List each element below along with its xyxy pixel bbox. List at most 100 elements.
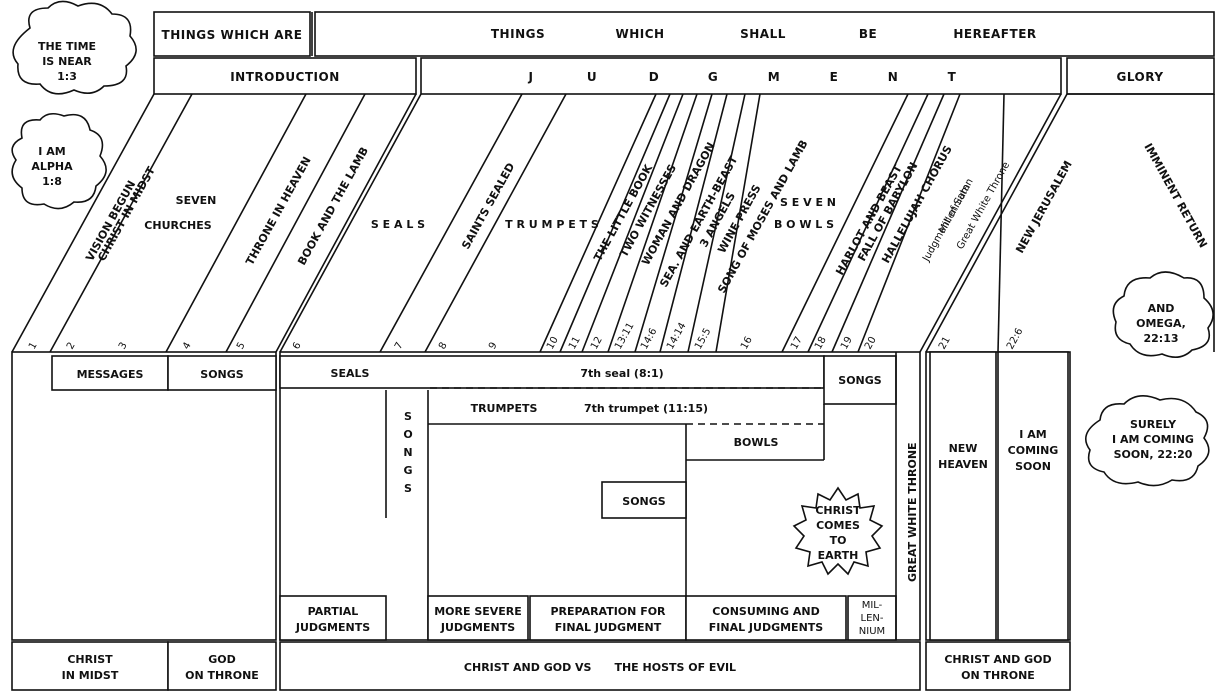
cloud-line: I AM COMING bbox=[1112, 433, 1194, 446]
judgment-letter: N bbox=[888, 70, 899, 84]
millenium-line: MIL- bbox=[862, 600, 883, 611]
chapter-number: 12 bbox=[589, 335, 605, 351]
christ-in-midst-box bbox=[11, 641, 169, 691]
chapter-number: 22:6 bbox=[1005, 326, 1026, 351]
christ-god-throne-line: CHRIST AND GOD bbox=[944, 653, 1051, 666]
chapter-number: 9 bbox=[487, 341, 500, 352]
slanted-label: Great White Throne bbox=[955, 160, 1012, 251]
seventh-seal-label: 7th seal (8:1) bbox=[580, 367, 663, 380]
left-panel bbox=[11, 351, 277, 641]
cloud-line: AND bbox=[1148, 302, 1175, 315]
cloud-line: THE TIME bbox=[38, 40, 96, 53]
chapter-number: 5 bbox=[235, 341, 248, 352]
preparation-box bbox=[529, 595, 687, 641]
cloud-omega: AND OMEGA, 22:13 bbox=[1112, 271, 1214, 358]
christ-in-midst-line: IN MIDST bbox=[62, 669, 119, 682]
cloud-line: 1:3 bbox=[57, 70, 77, 83]
millenium-line: LEN- bbox=[861, 613, 884, 624]
chapter-number: 11 bbox=[567, 335, 583, 351]
judgment-letter: T bbox=[948, 70, 957, 84]
cloud-line: 22:13 bbox=[1143, 332, 1178, 345]
bowls-label: BOWLS bbox=[734, 436, 779, 449]
chapter-number: 21 bbox=[937, 335, 953, 351]
chapter-number: 6 bbox=[291, 341, 304, 352]
christ-god-vs-label: CHRIST AND GOD VS THE HOSTS OF EVIL bbox=[464, 661, 736, 674]
judgment-box bbox=[420, 57, 1062, 95]
messages-label: MESSAGES bbox=[77, 368, 144, 381]
songs-top-right-box bbox=[823, 355, 897, 405]
chapter-number: 18 bbox=[813, 335, 829, 351]
songs-vertical-n: N bbox=[403, 446, 412, 459]
christ-comes-starburst bbox=[792, 486, 884, 576]
chapter-number: 16 bbox=[739, 335, 755, 351]
songs-vertical-s: S bbox=[404, 410, 412, 423]
songs-vertical-s2: S bbox=[404, 482, 412, 495]
chapter-number: 20 bbox=[863, 335, 879, 351]
christ-god-vs-box bbox=[279, 641, 921, 691]
god-on-throne-line: ON THRONE bbox=[185, 669, 259, 682]
things-which-are-label: THINGS WHICH ARE bbox=[162, 28, 303, 42]
chapter-number: 3 bbox=[117, 341, 130, 352]
introduction-box bbox=[153, 57, 417, 95]
hereafter-word: BE bbox=[859, 27, 877, 41]
chapter-number: 10 bbox=[545, 335, 561, 351]
christ-in-midst-line: CHRIST bbox=[67, 653, 113, 666]
chapter-number: 15:5 bbox=[693, 326, 714, 351]
glory-label: GLORY bbox=[1116, 70, 1163, 84]
christ-comes-line: TO bbox=[830, 534, 847, 547]
more-severe-line: MORE SEVERE bbox=[434, 605, 522, 618]
songs-top-right-label: SONGS bbox=[838, 374, 882, 387]
coming-soon-line: SOON bbox=[1015, 460, 1051, 473]
hereafter-word: THINGS bbox=[491, 27, 545, 41]
christ-comes-line: COMES bbox=[816, 519, 860, 532]
judgment-letter: J bbox=[528, 70, 534, 84]
god-on-throne-box bbox=[167, 641, 277, 691]
cloud-alpha: I AM ALPHA 1:8 bbox=[11, 112, 107, 210]
hereafter-word: WHICH bbox=[615, 27, 664, 41]
consuming-box bbox=[685, 595, 847, 641]
churches-label: CHURCHES bbox=[144, 219, 211, 232]
introduction-label: INTRODUCTION bbox=[230, 70, 340, 84]
chapter-number: 14:14 bbox=[665, 321, 689, 352]
christ-comes-line: EARTH bbox=[818, 549, 859, 562]
coming-soon-line: I AM bbox=[1019, 428, 1046, 441]
seventh-trumpet-label: 7th trumpet (11:15) bbox=[584, 402, 708, 415]
trumpets-label: TRUMPETS bbox=[471, 402, 538, 415]
judgment-letter: M bbox=[768, 70, 780, 84]
coming-soon-box bbox=[997, 351, 1069, 641]
header: THINGS WHICH ARE THINGS WHICH SHALL BE H… bbox=[153, 11, 1215, 95]
chapter-number: 4 bbox=[181, 341, 194, 352]
cloud-time-is-near: THE TIME IS NEAR 1:3 bbox=[12, 0, 137, 95]
more-severe-box bbox=[427, 595, 529, 641]
cloud-line: SOON, 22:20 bbox=[1114, 448, 1193, 461]
things-which-are-box bbox=[153, 11, 311, 57]
new-heaven-line: NEW bbox=[949, 442, 978, 455]
more-severe-line: JUDGMENTS bbox=[440, 621, 515, 634]
judgment-letter: U bbox=[587, 70, 597, 84]
cloud-line: OMEGA, bbox=[1136, 317, 1186, 330]
cloud-line: SURELY bbox=[1130, 418, 1177, 431]
millenium-line: NIUM bbox=[859, 626, 885, 637]
new-heaven-box bbox=[929, 351, 997, 641]
partial-judgments-box bbox=[279, 595, 387, 641]
lower-section: MESSAGES SONGS CHRIST IN MIDST GOD ON TH… bbox=[11, 351, 1071, 691]
christ-comes-line: CHRIST bbox=[815, 504, 861, 517]
seals-label: SEALS bbox=[331, 367, 370, 380]
chapter-number: 7 bbox=[393, 341, 406, 352]
christ-god-throne-box bbox=[925, 641, 1071, 691]
judgment-letter: D bbox=[649, 70, 659, 84]
consuming-line: CONSUMING AND bbox=[712, 605, 819, 618]
slanted-label: NEW JERUSALEM bbox=[1013, 159, 1075, 256]
coming-soon-line: COMING bbox=[1008, 444, 1059, 457]
christ-god-throne-line: ON THRONE bbox=[961, 669, 1035, 682]
cloud-line: ALPHA bbox=[31, 160, 73, 173]
slanted-label: IMMINENT RETURN bbox=[1141, 141, 1209, 250]
songs-mid-label: SONGS bbox=[622, 495, 666, 508]
great-white-throne-label: GREAT WHITE THRONE bbox=[906, 442, 919, 582]
chapter-number: 8 bbox=[437, 341, 450, 352]
judgment-letter: E bbox=[830, 70, 839, 84]
songs-vertical-g: G bbox=[403, 464, 412, 477]
slanted-section: VISION BEGUN CHRIST IN MIDST SEVEN CHURC… bbox=[11, 93, 1215, 353]
seals-slanted-label: S E A L S bbox=[371, 218, 425, 231]
